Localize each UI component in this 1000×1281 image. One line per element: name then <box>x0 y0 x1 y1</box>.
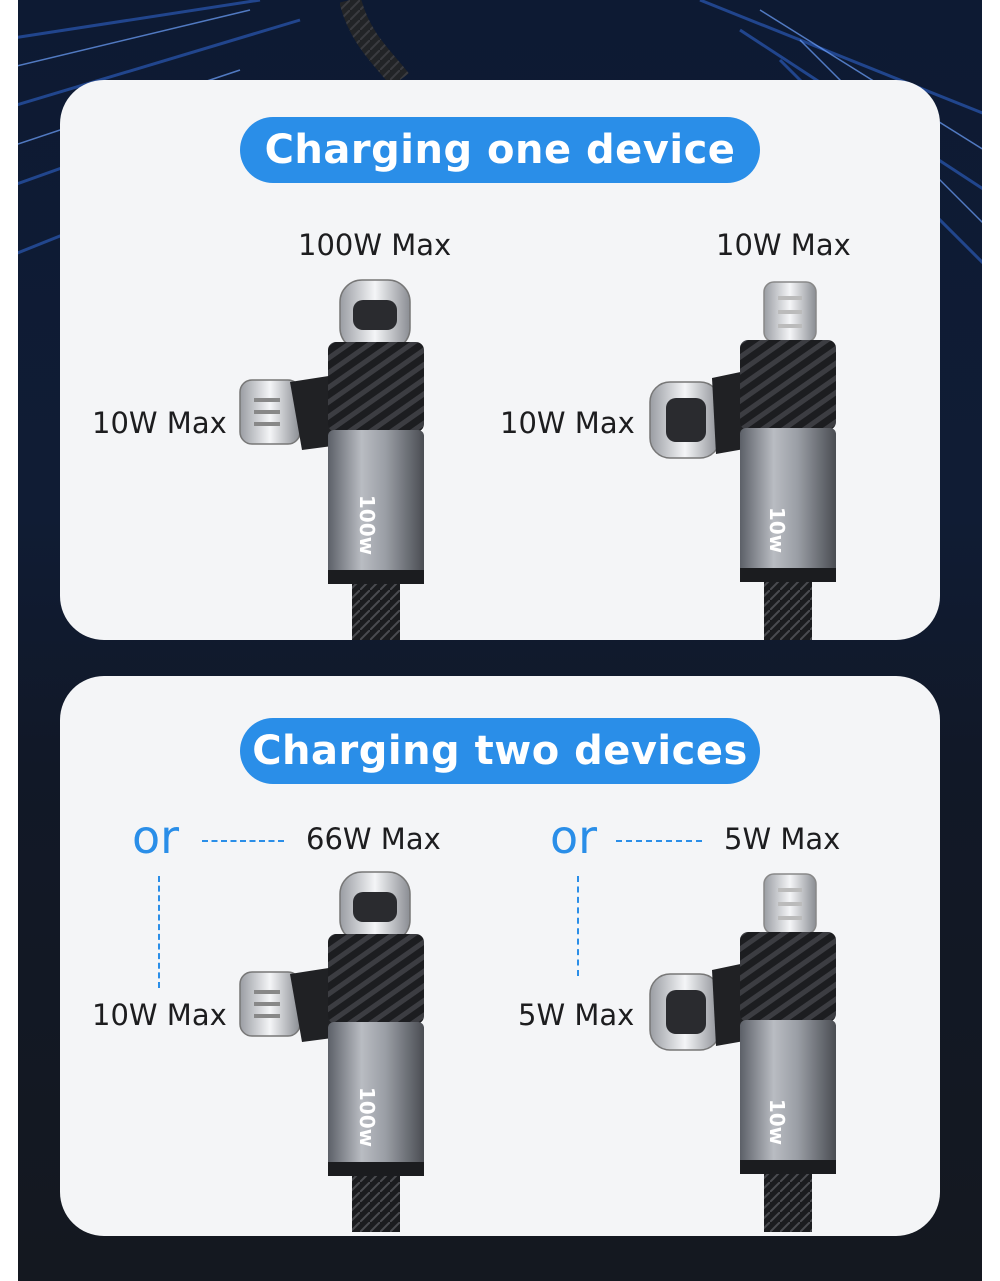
or-indicator: or <box>132 810 180 864</box>
panel-charging-one-device: Charging one device 100W Max 10W Max 10W… <box>60 80 940 640</box>
micro-usb-pins <box>254 990 280 1018</box>
dashed-connector-vertical <box>158 876 160 988</box>
or-indicator: or <box>550 810 598 864</box>
right-side-port-label: 5W Max <box>518 998 635 1032</box>
right-page-margin <box>982 0 1000 1281</box>
micro-usb-pins <box>254 398 280 426</box>
connector-wattage-badge: 10w <box>765 1098 789 1146</box>
usb-c-micro-usb-connector <box>239 279 424 640</box>
left-page-margin <box>0 0 18 1281</box>
dashed-connector-vertical <box>577 876 579 976</box>
connector-wattage-badge: 100w <box>355 494 380 556</box>
right-side-port-label: 10W Max <box>500 406 635 440</box>
panel-charging-two-devices: Charging two devices or 66W Max 10W Max … <box>60 676 940 1236</box>
connector-wattage-badge: 10w <box>765 506 789 554</box>
left-top-port-label: 100W Max <box>298 228 452 262</box>
lightning-usb-c-connector <box>649 281 836 640</box>
dashed-connector-horizontal <box>616 840 702 842</box>
dashed-connector-horizontal <box>202 840 284 842</box>
lightning-usb-c-connector <box>649 873 836 1232</box>
left-side-port-label: 10W Max <box>92 406 227 440</box>
connector-wattage-badge: 100w <box>355 1086 380 1148</box>
panel-heading-badge: Charging two devices <box>240 718 760 784</box>
lightning-pins <box>778 888 802 920</box>
right-top-port-label: 10W Max <box>716 228 851 262</box>
panel-heading-badge: Charging one device <box>240 117 760 183</box>
right-top-port-label: 5W Max <box>724 822 841 856</box>
usb-c-micro-usb-connector <box>239 871 424 1232</box>
lightning-pins <box>778 296 802 328</box>
left-top-port-label: 66W Max <box>306 822 441 856</box>
braided-cable-top <box>340 0 409 80</box>
left-side-port-label: 10W Max <box>92 998 227 1032</box>
